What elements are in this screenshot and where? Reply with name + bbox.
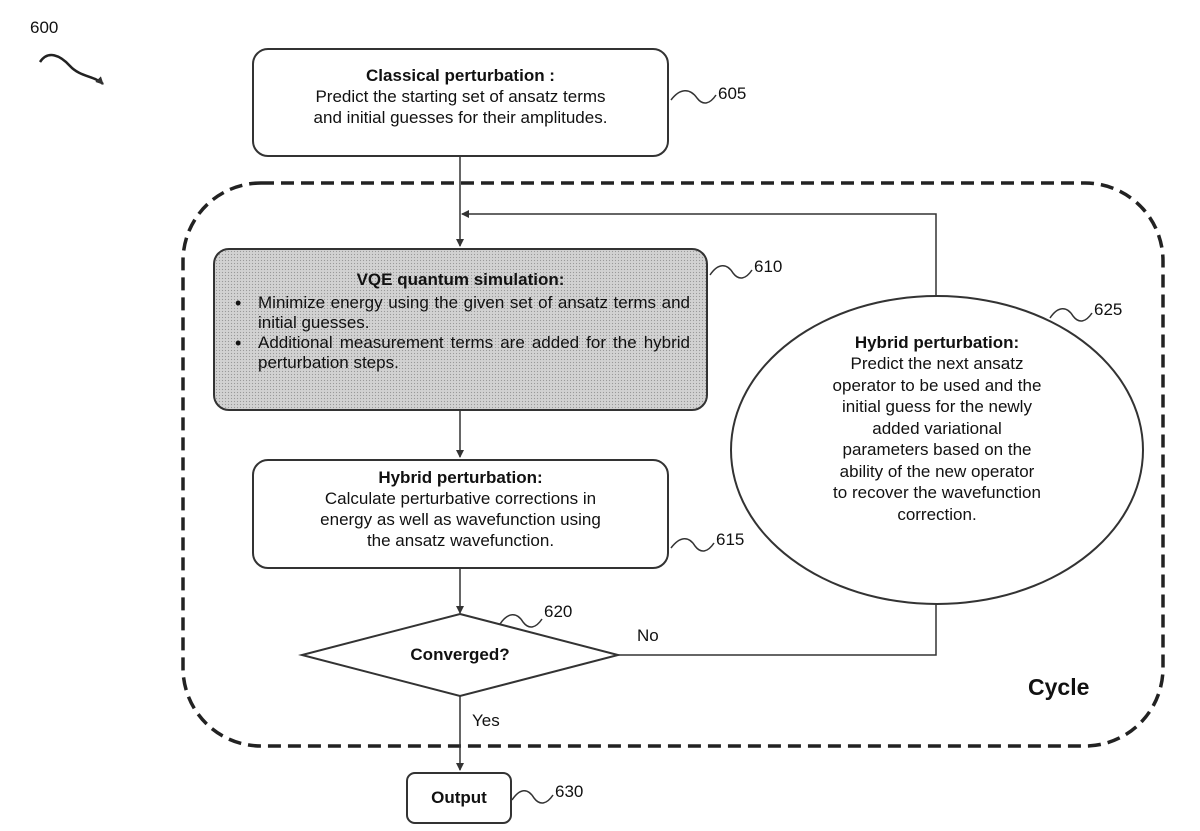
hybrid-circle-line: parameters based on the bbox=[842, 440, 1032, 459]
classical-perturbation-title: Classical perturbation : bbox=[366, 66, 555, 85]
ref-leader-630 bbox=[511, 790, 554, 804]
hybrid-circle-title: Hybrid perturbation: bbox=[854, 333, 1020, 352]
ref-leader-605 bbox=[670, 90, 717, 104]
ref-label-620: 620 bbox=[544, 602, 573, 621]
figure-pointer-arrow bbox=[38, 53, 104, 85]
arrow-625-loop-back bbox=[461, 210, 937, 296]
hybrid-perturbation-line: Calculate perturbative corrections in bbox=[324, 489, 597, 508]
output-box: Output bbox=[406, 772, 512, 824]
classical-perturbation-box: Classical perturbation : Predict the sta… bbox=[252, 48, 669, 157]
ref-label-630: 630 bbox=[555, 782, 584, 801]
hybrid-circle-line: operator to be used and the bbox=[832, 375, 1042, 395]
hybrid-perturbation-line: the ansatz wavefunction. bbox=[366, 531, 555, 550]
ref-label-610: 610 bbox=[754, 257, 783, 276]
edge-label-no: No bbox=[637, 626, 659, 645]
ref-label-625: 625 bbox=[1094, 300, 1123, 319]
hybrid-perturbation-line: energy as well as wavefunction using bbox=[320, 510, 601, 529]
ref-leader-615 bbox=[670, 538, 715, 552]
arrow-no-to-625 bbox=[618, 593, 940, 656]
edge-label-yes: Yes bbox=[472, 711, 500, 730]
decision-label: Converged? bbox=[410, 645, 510, 664]
hybrid-perturbation-title: Hybrid perturbation: bbox=[378, 468, 543, 487]
cycle-boundary bbox=[181, 181, 1165, 748]
hybrid-circle-line: Predict the next ansatz bbox=[850, 354, 1024, 373]
classical-perturbation-line: and initial guesses for their amplitudes… bbox=[313, 108, 608, 127]
vqe-bullet-list: Minimize energy using the given set of a… bbox=[231, 293, 690, 373]
hybrid-perturbation-circle: Hybrid perturbation: Predict the next an… bbox=[730, 295, 1144, 605]
vqe-bullet-item: Minimize energy using the given set of a… bbox=[231, 293, 690, 333]
ref-leader-610 bbox=[709, 265, 753, 279]
hybrid-circle-line: added variational bbox=[872, 418, 1002, 438]
vqe-simulation-title: VQE quantum simulation: bbox=[356, 270, 565, 289]
classical-perturbation-line: Predict the starting set of ansatz terms bbox=[315, 87, 606, 106]
vqe-simulation-box: VQE quantum simulation: Minimize energy … bbox=[213, 248, 708, 411]
hybrid-circle-line: ability of the new operator bbox=[839, 461, 1035, 481]
cycle-label: Cycle bbox=[1028, 674, 1090, 700]
hybrid-circle-line: correction. bbox=[897, 504, 977, 524]
vqe-bullet-item: Additional measurement terms are added f… bbox=[231, 333, 690, 373]
ref-leader-625 bbox=[1049, 308, 1093, 322]
output-label: Output bbox=[431, 788, 487, 807]
hybrid-perturbation-box: Hybrid perturbation: Calculate perturbat… bbox=[252, 459, 669, 569]
figure-number: 600 bbox=[30, 18, 59, 37]
hybrid-circle-line: to recover the wavefunction bbox=[833, 483, 1041, 502]
decision-diamond bbox=[298, 612, 622, 698]
ref-leader-620 bbox=[499, 614, 543, 628]
hybrid-circle-line: initial guess for the newly bbox=[842, 397, 1032, 416]
ref-label-605: 605 bbox=[718, 84, 747, 103]
ref-label-615: 615 bbox=[716, 530, 745, 549]
